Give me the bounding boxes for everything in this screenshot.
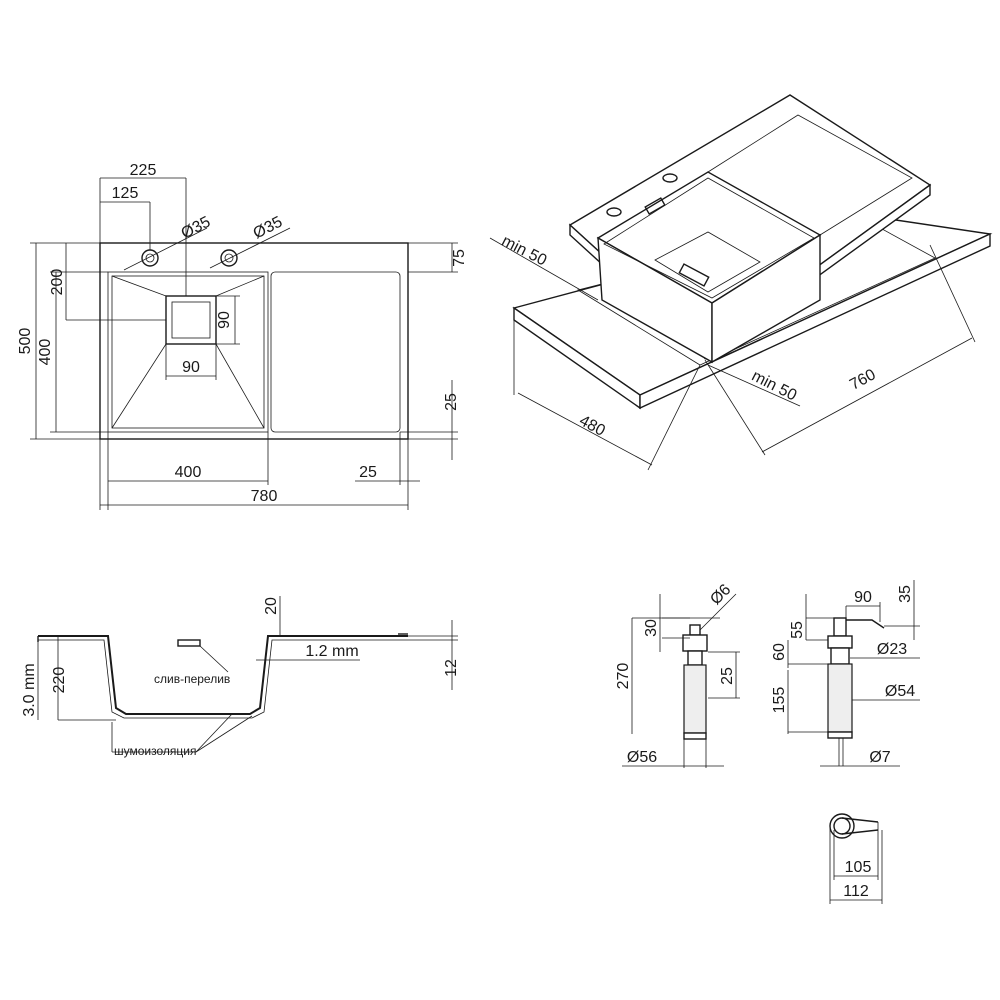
drain-square (165, 295, 217, 345)
dim-480: 480 (576, 412, 608, 440)
dim-400-h: 400 (175, 464, 202, 481)
dispenser-side-b: 90 35 55 60 Ø23 155 Ø54 Ø7 (771, 580, 920, 767)
dim-35-b: 35 (897, 585, 914, 603)
dim-min50-left: min 50 (499, 233, 550, 270)
dim-25-h: 25 (359, 464, 377, 481)
bowl-inner (111, 275, 265, 429)
sink-top-view: 225 125 Ø35 Ø35 75 500 400 200 90 90 (17, 162, 468, 510)
sink-section-view: 20 1.2 mm 12 слив-перелив 220 3.0 mm шум… (21, 596, 460, 758)
dim-1-2mm: 1.2 mm (305, 643, 358, 660)
dim-hole-2: Ø35 (251, 214, 286, 243)
dim-760: 760 (847, 366, 879, 394)
sink-isometric-view: min 50 min 50 480 760 (489, 94, 993, 471)
overflow-label: слив-перелив (154, 672, 230, 686)
dim-3mm: 3.0 mm (21, 663, 38, 716)
drain-square-inner (171, 301, 211, 339)
dim-112: 112 (843, 883, 869, 900)
bowl-slope (111, 275, 265, 297)
dim-d6: Ø6 (707, 581, 734, 608)
tap-hole (141, 249, 159, 267)
dim-75: 75 (451, 249, 468, 267)
dim-hole-1: Ø35 (179, 214, 214, 243)
dim-400-v: 400 (37, 339, 54, 366)
dim-60-b: 60 (771, 643, 788, 661)
dim-105: 105 (845, 859, 872, 876)
dim-d56: Ø56 (627, 749, 657, 766)
tap-hole (220, 249, 238, 267)
dim-12: 12 (443, 659, 460, 677)
dim-d7: Ø7 (869, 749, 890, 766)
dim-155: 155 (771, 687, 788, 714)
dim-55-b: 55 (789, 621, 806, 639)
dim-90-h: 90 (182, 359, 200, 376)
bowl-outline (107, 271, 269, 433)
dim-780: 780 (251, 488, 278, 505)
dim-min50-right: min 50 (749, 368, 800, 405)
dispenser-side-a: Ø6 30 270 25 Ø56 (615, 581, 740, 768)
bowl-slope (111, 343, 265, 429)
section-profile (38, 635, 408, 715)
dim-30-a: 30 (643, 619, 660, 637)
dispenser-top-view: 105 112 (829, 813, 883, 904)
drainboard-outline (270, 271, 401, 433)
dim-220: 220 (51, 667, 68, 694)
dim-90-b: 90 (854, 589, 872, 606)
dim-125: 125 (112, 185, 139, 202)
dim-200: 200 (49, 269, 66, 296)
dim-25-v: 25 (443, 393, 460, 411)
dim-90-v: 90 (216, 311, 233, 329)
dim-d23: Ø23 (877, 641, 907, 658)
dim-270: 270 (615, 663, 632, 690)
insulation-label: шумоизоляция (114, 744, 196, 758)
sink-outline (99, 242, 409, 440)
dim-25-a: 25 (719, 667, 736, 685)
dim-500: 500 (17, 328, 34, 355)
dim-d54: Ø54 (885, 683, 915, 700)
dim-20: 20 (263, 597, 280, 615)
dim-225: 225 (130, 162, 157, 179)
